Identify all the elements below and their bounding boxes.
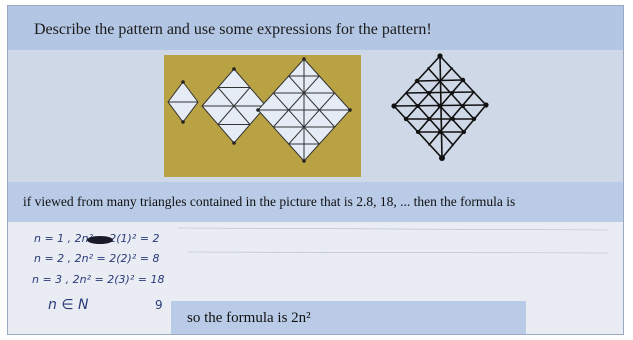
- figure-area: [8, 50, 623, 182]
- figure-image: [164, 53, 489, 177]
- stray-mark: 9: [155, 298, 163, 312]
- conclusion-text: so the formula is 2n²: [187, 310, 311, 326]
- scribble-mark: [87, 236, 113, 244]
- conclusion-band: so the formula is 2n²: [171, 301, 526, 334]
- answer-explanation: if viewed from many triangles contained …: [23, 194, 516, 209]
- answer-card: Describe the pattern and use some expres…: [7, 5, 624, 335]
- hand-drawn-rhombus-grid: [391, 53, 489, 161]
- handwriting-image: n = 1 , 2n² = 2(1)² = 2 n = 2 , 2n² = 2(…: [32, 227, 609, 313]
- question-prompt: Describe the pattern and use some expres…: [34, 21, 432, 38]
- answer-explanation-band: if viewed from many triangles contained …: [8, 182, 623, 222]
- tiled-rhombus-pattern: [164, 55, 361, 177]
- handwritten-line: n = 3 , 2n² = 2(3)² = 18: [32, 273, 164, 286]
- handwritten-line: n = 2 , 2n² = 2(2)² = 8: [34, 252, 159, 265]
- question-header: Describe the pattern and use some expres…: [8, 6, 623, 50]
- handwritten-line: n ∈ N: [48, 297, 89, 313]
